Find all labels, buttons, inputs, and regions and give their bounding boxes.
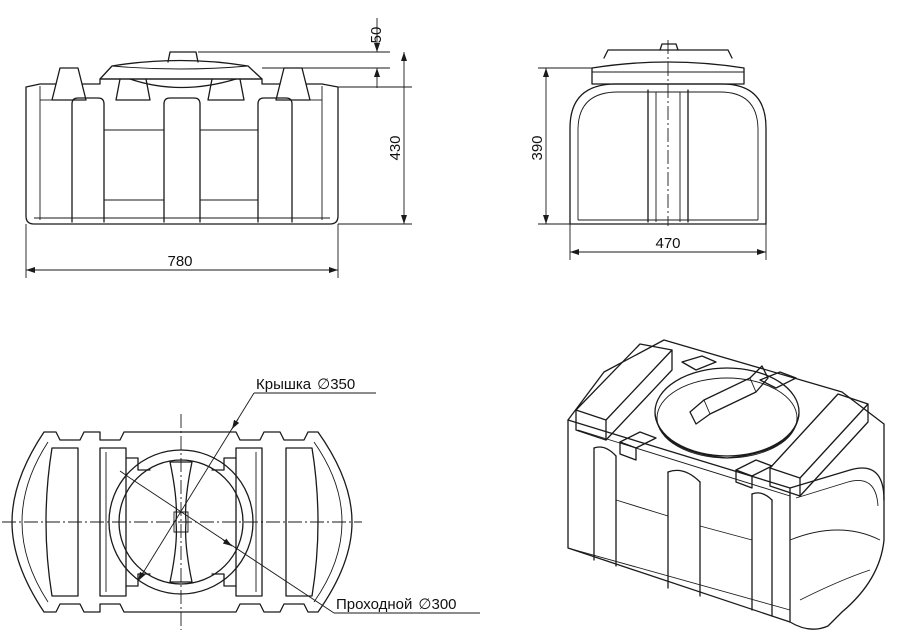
front-lid [99,59,263,80]
opening-callout: Проходной∅300 [336,596,457,613]
dim-total-height: 430 [387,135,404,160]
side-dimensions: 390 470 [529,67,767,260]
dim-lid-height: 50 [368,27,385,44]
front-dimensions: 50 430 780 [25,18,412,278]
isometric-view [567,339,885,630]
top-view [2,414,362,630]
front-body [25,67,339,225]
dim-body-height: 390 [529,135,546,160]
top-callouts: Крышка∅350 Проходной∅300 [119,376,480,614]
iso-lid [654,367,800,457]
dim-length: 780 [167,253,192,270]
side-view [569,40,767,226]
front-view [25,51,339,225]
iso-body [567,339,885,630]
iso-lid-handle [689,365,769,425]
top-outline [11,431,353,613]
side-lid [591,61,745,85]
dim-width: 470 [655,235,680,252]
side-body [569,83,767,225]
lid-callout: Крышка∅350 [256,376,355,393]
